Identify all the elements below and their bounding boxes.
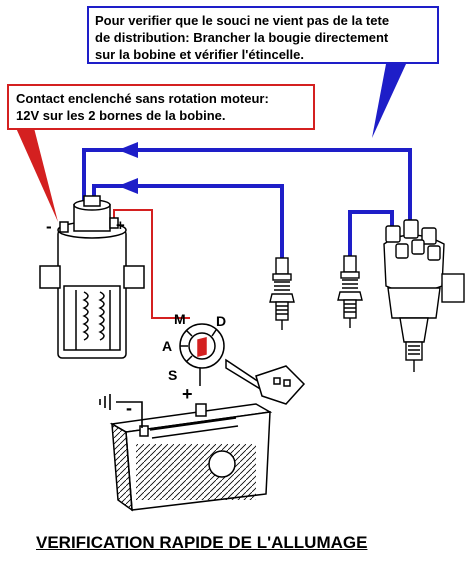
wire-distributor-to-spark-plug	[348, 210, 394, 256]
switch-label-a: A	[162, 338, 172, 354]
callout-line: Pour verifier que le souci ne vient pas …	[95, 13, 390, 28]
blue-callout-pointer	[372, 64, 406, 138]
switch-label-m: M	[174, 311, 186, 327]
callout-line: 12V sur les 2 bornes de la bobine.	[16, 108, 226, 123]
ignition-key	[225, 358, 306, 405]
ignition-voltage-callout: Contact enclenché sans rotation moteur: …	[7, 84, 315, 130]
coil-plus-label: +	[116, 217, 125, 234]
spark-plug-left	[269, 257, 295, 330]
wire-coil-to-distributor	[82, 148, 412, 228]
callout-line: sur la bobine et vérifier l'étincelle.	[95, 47, 304, 62]
ground-symbol	[99, 394, 143, 428]
arrow-head-bottom	[118, 178, 138, 194]
red-callout-pointer	[16, 128, 58, 222]
diagram-title: VERIFICATION RAPIDE DE L'ALLUMAGE	[36, 533, 368, 552]
ignition-switch	[179, 323, 225, 386]
red-wire-coil-to-switch	[113, 209, 190, 319]
switch-label-s: S	[168, 367, 177, 383]
coil-minus-label: -	[46, 217, 52, 236]
spark-plug-right	[337, 255, 363, 328]
distributor	[383, 219, 465, 372]
battery	[109, 403, 273, 512]
battery-plus-label: +	[182, 384, 193, 404]
blue-wires	[82, 148, 412, 258]
distributor-check-callout: Pour verifier que le souci ne vient pas …	[87, 6, 439, 64]
callout-line: de distribution: Brancher la bougie dire…	[95, 30, 389, 45]
battery-minus-label: -	[126, 398, 132, 418]
switch-label-d: D	[216, 313, 226, 329]
arrow-head-top	[118, 142, 138, 158]
callout-line: Contact enclenché sans rotation moteur:	[16, 91, 269, 106]
ignition-coil	[39, 195, 145, 359]
